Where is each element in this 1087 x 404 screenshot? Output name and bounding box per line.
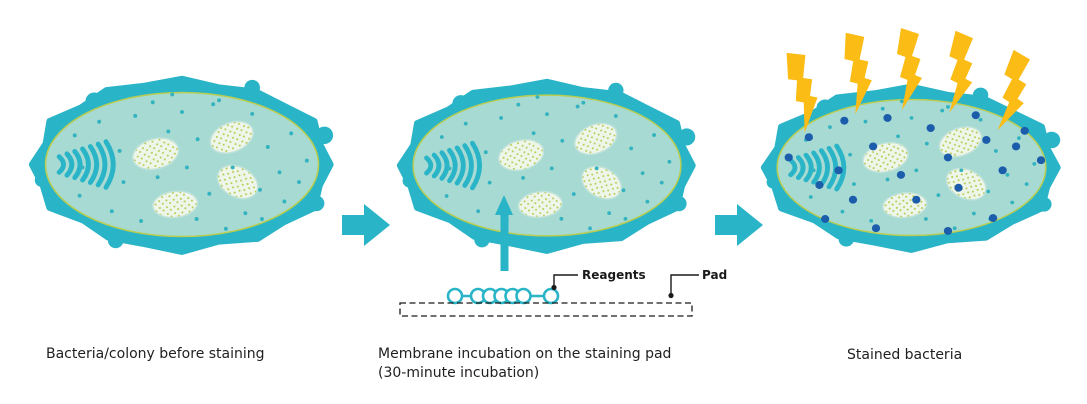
bacteria-colony-before-illustration bbox=[26, 75, 338, 255]
flow-arrow-icon bbox=[715, 204, 763, 246]
reagents-label: Reagents bbox=[582, 268, 646, 282]
caption-before-staining: Bacteria/colony before staining bbox=[46, 346, 265, 362]
reagents-pointer-line bbox=[551, 274, 578, 291]
lightning-bolt-icon bbox=[992, 49, 1035, 135]
caption-incubation-line1: Membrane incubation on the staining pad bbox=[378, 346, 672, 362]
staining-pad bbox=[399, 302, 693, 317]
flow-arrow-icon bbox=[342, 204, 390, 246]
bacteria-colony-stained-illustration bbox=[758, 83, 1065, 253]
pad-pointer-line bbox=[668, 274, 699, 299]
staining-apparatus bbox=[399, 195, 699, 317]
up-arrow-icon bbox=[495, 195, 513, 271]
caption-incubation: Membrane incubation on the staining pad … bbox=[378, 345, 671, 383]
lightning-bolt-icon bbox=[841, 30, 876, 115]
pad-label: Pad bbox=[702, 268, 728, 282]
lightning-bolt-icon bbox=[897, 28, 922, 110]
lightning-bolt-icon bbox=[944, 30, 977, 115]
caption-incubation-line2: (30-minute incubation) bbox=[378, 365, 540, 381]
reagent-bead-chain bbox=[446, 287, 560, 305]
lightning-bolt-icon bbox=[782, 48, 825, 134]
stain-dots bbox=[784, 111, 1046, 235]
caption-stained: Stained bacteria bbox=[847, 347, 963, 363]
lightning-bolts bbox=[782, 28, 1035, 135]
